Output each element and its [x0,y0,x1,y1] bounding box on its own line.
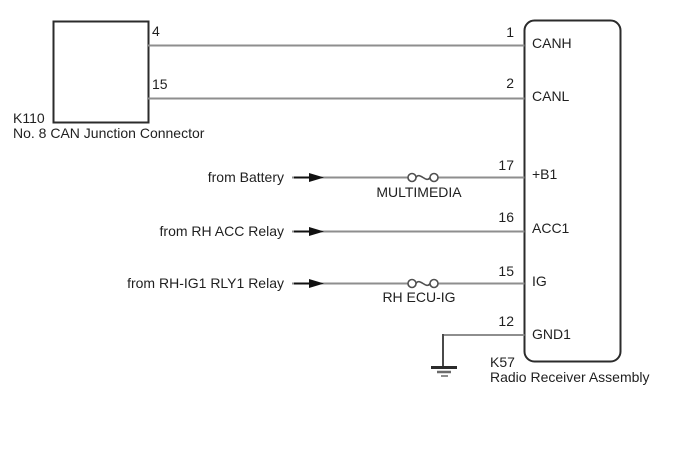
k57-pin-17-label: 17 [498,157,514,173]
feed-battery-label: from Battery [207,169,284,185]
feed-acc-relay-label: from RH ACC Relay [159,223,284,239]
k57-terminal-acc1-label: ACC1 [532,220,570,236]
k57-terminal-gnd1-label: GND1 [532,326,571,342]
k57-pin-15-label: 15 [498,263,514,279]
k57-terminal-canh-label: CANH [532,35,572,51]
fuse-wave [415,174,431,181]
fuse-rh-ecu-ig-icon [407,278,439,289]
fuse-multimedia-label: MULTIMEDIA [376,184,462,200]
k57-pin-16-label: 16 [498,209,514,225]
ground-icon [431,366,457,377]
k57-pin-1-label: 1 [506,24,514,40]
k110-pin-15-label: 15 [152,76,168,92]
k57-terminal-canl-label: CANL [532,88,570,104]
battery-arrow-right-icon [294,173,324,182]
k57-name-label: Radio Receiver Assembly [490,369,650,385]
k110-pin-4-label: 4 [152,23,160,39]
acc-arrow-right-icon [294,227,324,236]
feed-ig-relay-label: from RH-IG1 RLY1 Relay [127,275,284,291]
k57-terminal-b1-label: +B1 [532,166,558,182]
fuse-terminal [407,278,417,289]
k110-name-label: No. 8 CAN Junction Connector [13,125,205,141]
k57-connector-box [523,19,622,363]
fuse-wave [415,280,431,287]
arrow-head [309,227,324,236]
k110-code-label: K110 [13,110,45,126]
ig-arrow-right-icon [294,279,324,288]
k57-code-label: K57 [490,354,515,370]
fuse-terminal [429,278,439,289]
k110-connector-box [52,20,150,124]
arrow-head [309,173,324,182]
k57-pin-2-label: 2 [506,75,514,91]
fuse-terminal [429,172,439,183]
fuse-terminal [407,172,417,183]
fuse-multimedia-icon [407,172,439,183]
k57-pin-12-label: 12 [498,313,514,329]
k57-terminal-ig-label: IG [532,273,547,289]
arrow-head [309,279,324,288]
fuse-rh-ecu-ig-label: RH ECU-IG [382,289,456,305]
